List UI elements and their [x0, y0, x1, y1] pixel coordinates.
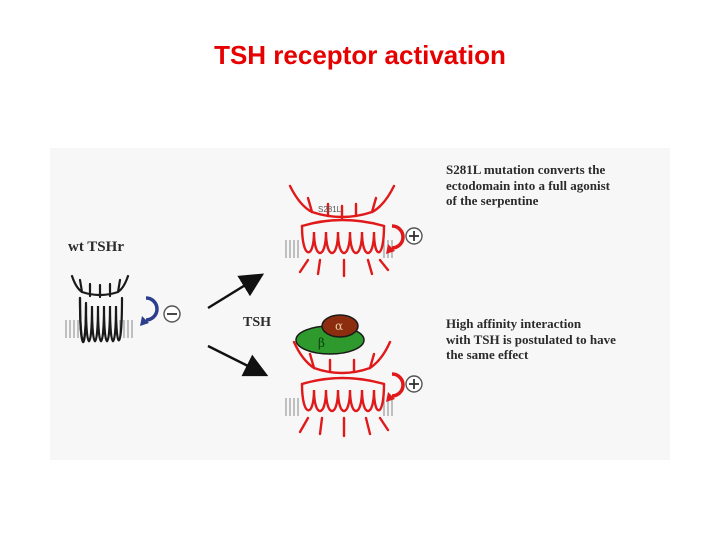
mutation-tag: S281L [318, 205, 342, 214]
description-line: High affinity interaction [446, 316, 582, 331]
activate-arrow-icon [386, 372, 405, 402]
activate-arrow-icon [386, 224, 405, 254]
tsh-label: TSH [243, 315, 272, 330]
mutant-receptor-icon: S281L [285, 184, 396, 278]
description-line: S281L mutation converts the [446, 162, 606, 177]
tsh-description: High affinity interaction with TSH is po… [446, 316, 676, 363]
membrane-marks [285, 240, 393, 258]
description-line: the same effect [446, 347, 529, 363]
beta-label: β [318, 336, 325, 350]
plus-icon [405, 375, 423, 393]
description-line: with TSH is postulated to have [446, 331, 616, 347]
plus-icon [405, 227, 423, 245]
page-title: TSH receptor activation [214, 40, 506, 70]
mutation-description: S281L mutation converts the ectodomain i… [446, 162, 676, 209]
receptor-diagram: S281L α β [50, 148, 670, 460]
alpha-label: α [335, 319, 343, 333]
description-line: ectodomain into a full agonist [446, 177, 610, 193]
arrow-down-icon [207, 344, 269, 377]
wt-receptor-label: wt TSHr [68, 239, 124, 255]
tsh-molecule-icon: α β [295, 314, 365, 355]
diagram-graphics: S281L α β [65, 184, 423, 438]
wt-receptor-icon [65, 274, 133, 344]
description-line: of the serpentine [446, 193, 539, 209]
arrow-up-icon [207, 273, 265, 310]
minus-icon [163, 305, 181, 323]
inhibit-arrow-icon [140, 296, 159, 326]
activated-receptor-icon [285, 340, 393, 438]
